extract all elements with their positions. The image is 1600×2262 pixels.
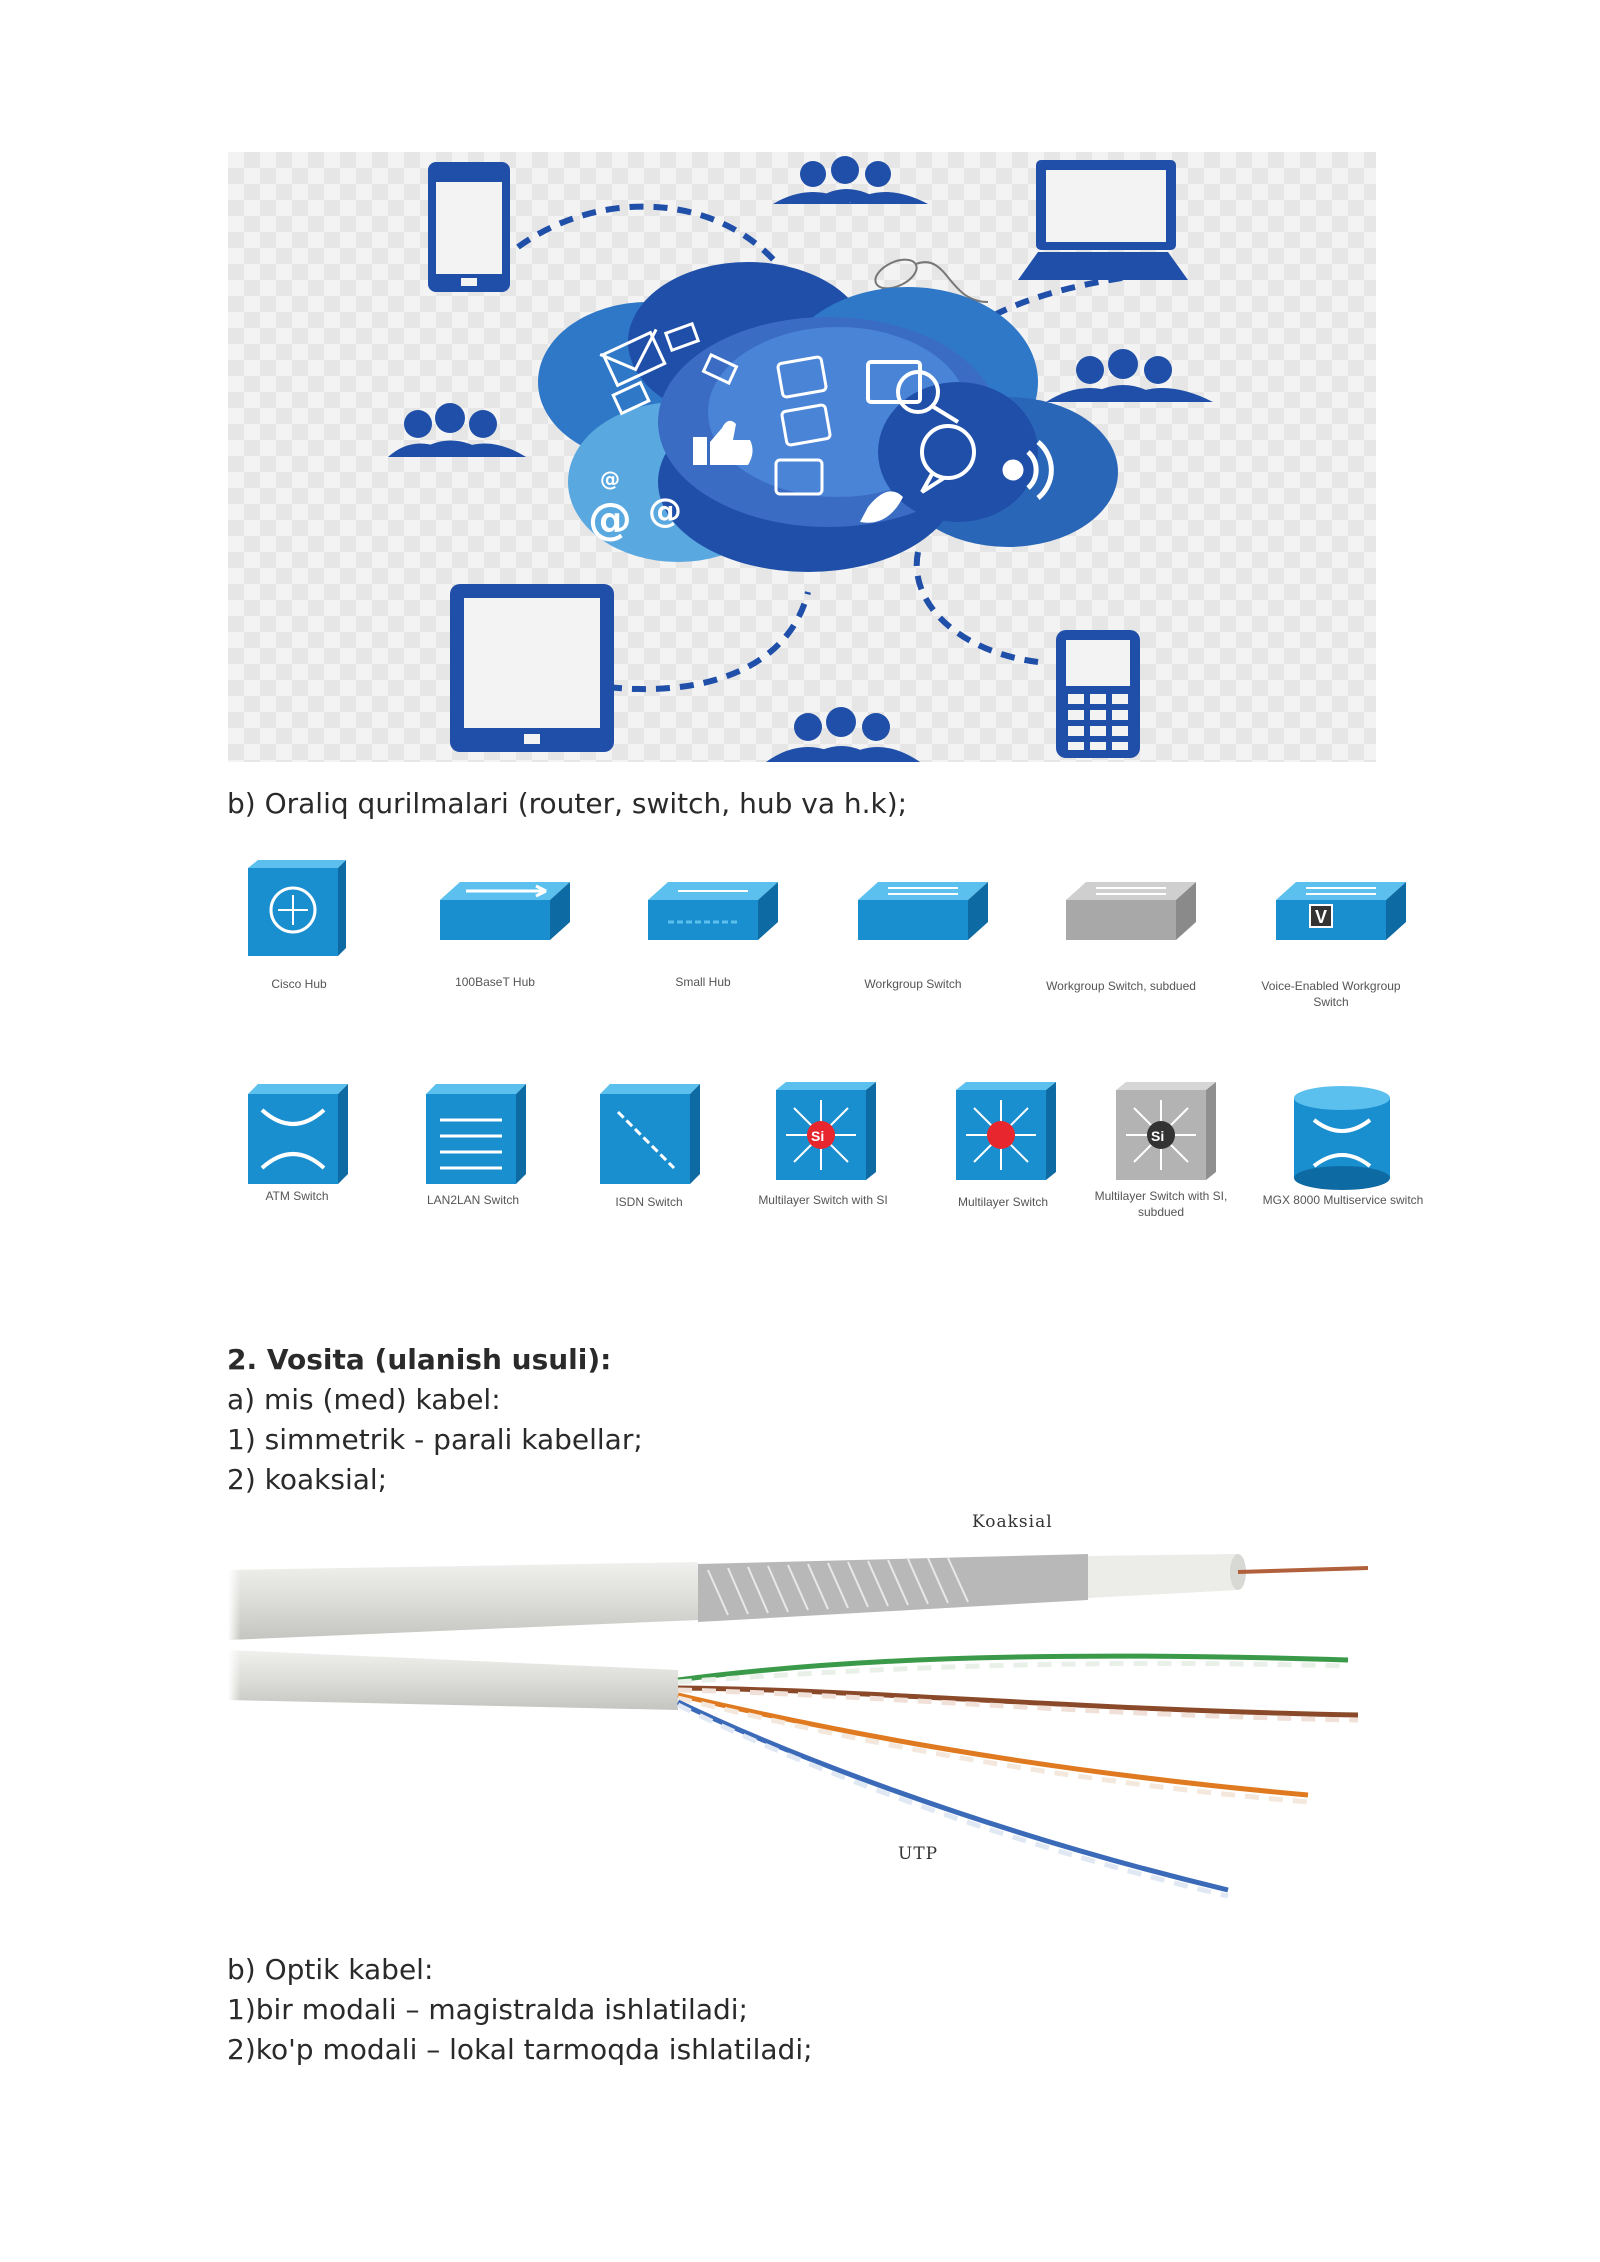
device-label: ATM Switch: [265, 1189, 329, 1203]
atm-switch-icon: [248, 1084, 348, 1184]
voice-switch-icon: V: [1276, 882, 1406, 940]
coaxial-label: Koaksial: [972, 1512, 1053, 1532]
device-label: 100BaseT Hub: [455, 975, 535, 989]
cable-illustration: [228, 1510, 1369, 1910]
multilayer-switch-icon: [956, 1082, 1056, 1180]
svg-text:Si: Si: [1151, 1128, 1164, 1144]
hub-100baset-icon: [440, 882, 570, 940]
brush-icon: [860, 491, 903, 523]
thumbs-up-icon: [693, 420, 753, 465]
optical-cable-line: b) Optik kabel:: [227, 1953, 434, 1986]
network-cloud-figure: @ @ @: [228, 152, 1376, 762]
lan2lan-switch-icon: [426, 1084, 526, 1184]
multilayer-switch-si-icon: Si: [776, 1082, 876, 1180]
folder-icon: [774, 355, 832, 496]
single-mode-line: 1)bir modali – magistralda ishlatiladi;: [227, 1993, 748, 2026]
mouse-icon: [874, 258, 989, 303]
svg-text:Si: Si: [811, 1128, 824, 1144]
devices-heading: b) Oraliq qurilmalari (router, switch, h…: [227, 787, 908, 820]
device-label: Workgroup Switch, subdued: [1046, 979, 1196, 993]
workgroup-switch-subdued-icon: [1066, 882, 1196, 940]
copper-cable-line: a) mis (med) kabel:: [227, 1383, 501, 1416]
utp-label: UTP: [898, 1844, 939, 1864]
section-2-title: 2. Vosita (ulanish usuli):: [227, 1343, 612, 1376]
mobile-phone-icon: [1056, 630, 1140, 758]
devices-row-1: V Cisco Hub 100BaseT Hub Small Hub Workg…: [228, 858, 1468, 1028]
users-icon: [773, 156, 928, 204]
device-label: Multilayer Switch with SI, subdued: [1094, 1189, 1228, 1219]
device-label: Cisco Hub: [271, 977, 327, 991]
smartphone-icon: [428, 162, 510, 292]
devices-row-1-icons: V: [248, 860, 1406, 956]
utp-pairs: [676, 1653, 1359, 1899]
coaxial-line: 2) koaksial;: [227, 1463, 388, 1496]
small-hub-icon: [648, 882, 778, 940]
svg-text:@: @: [600, 467, 620, 491]
network-cloud-illustration: @ @ @: [388, 156, 1213, 762]
tablet-icon: [450, 584, 614, 752]
cable-figure: Koaksial UTP: [228, 1510, 1388, 1910]
device-label: Multilayer Switch with SI: [758, 1193, 888, 1207]
device-label: MGX 8000 Multiservice switch: [1262, 1193, 1424, 1207]
wifi-signal-icon: [1002, 440, 1054, 500]
users-icon: [388, 403, 526, 457]
device-label: Multilayer Switch: [957, 1195, 1049, 1209]
envelope-icon: [599, 321, 739, 416]
multi-mode-line: 2)ko'p modali – lokal tarmoqda ishlatila…: [227, 2033, 813, 2066]
multilayer-switch-si-subdued-icon: Si: [1116, 1082, 1216, 1180]
chat-icon: [920, 424, 976, 494]
users-icon: [1046, 349, 1213, 402]
isdn-switch-icon: [600, 1084, 700, 1184]
search-icon: [866, 360, 960, 424]
device-label: Small Hub: [675, 975, 731, 989]
svg-text:V: V: [1315, 907, 1327, 927]
cisco-hub-icon: [248, 860, 346, 956]
device-label: ISDN Switch: [615, 1195, 683, 1209]
users-icon: [766, 707, 920, 762]
device-label: LAN2LAN Switch: [426, 1193, 520, 1207]
devices-row-2-icons: Si Si: [248, 1082, 1390, 1190]
workgroup-switch-icon: [858, 882, 988, 940]
devices-row-2: Si Si ATM Switch LAN2LAN Switch ISDN: [228, 1080, 1468, 1240]
laptop-icon: [1018, 160, 1188, 280]
device-label: Workgroup Switch: [864, 977, 962, 991]
mgx-switch-icon: [1294, 1086, 1390, 1190]
device-label: Voice-Enabled Workgroup Switch: [1261, 979, 1401, 1009]
at-sign-icon: @ @ @: [588, 467, 682, 545]
svg-text:@: @: [648, 491, 682, 531]
symmetric-cable-line: 1) simmetrik - parali kabellar;: [227, 1423, 643, 1456]
coaxial-braid: [698, 1554, 1088, 1622]
svg-text:@: @: [588, 494, 632, 545]
